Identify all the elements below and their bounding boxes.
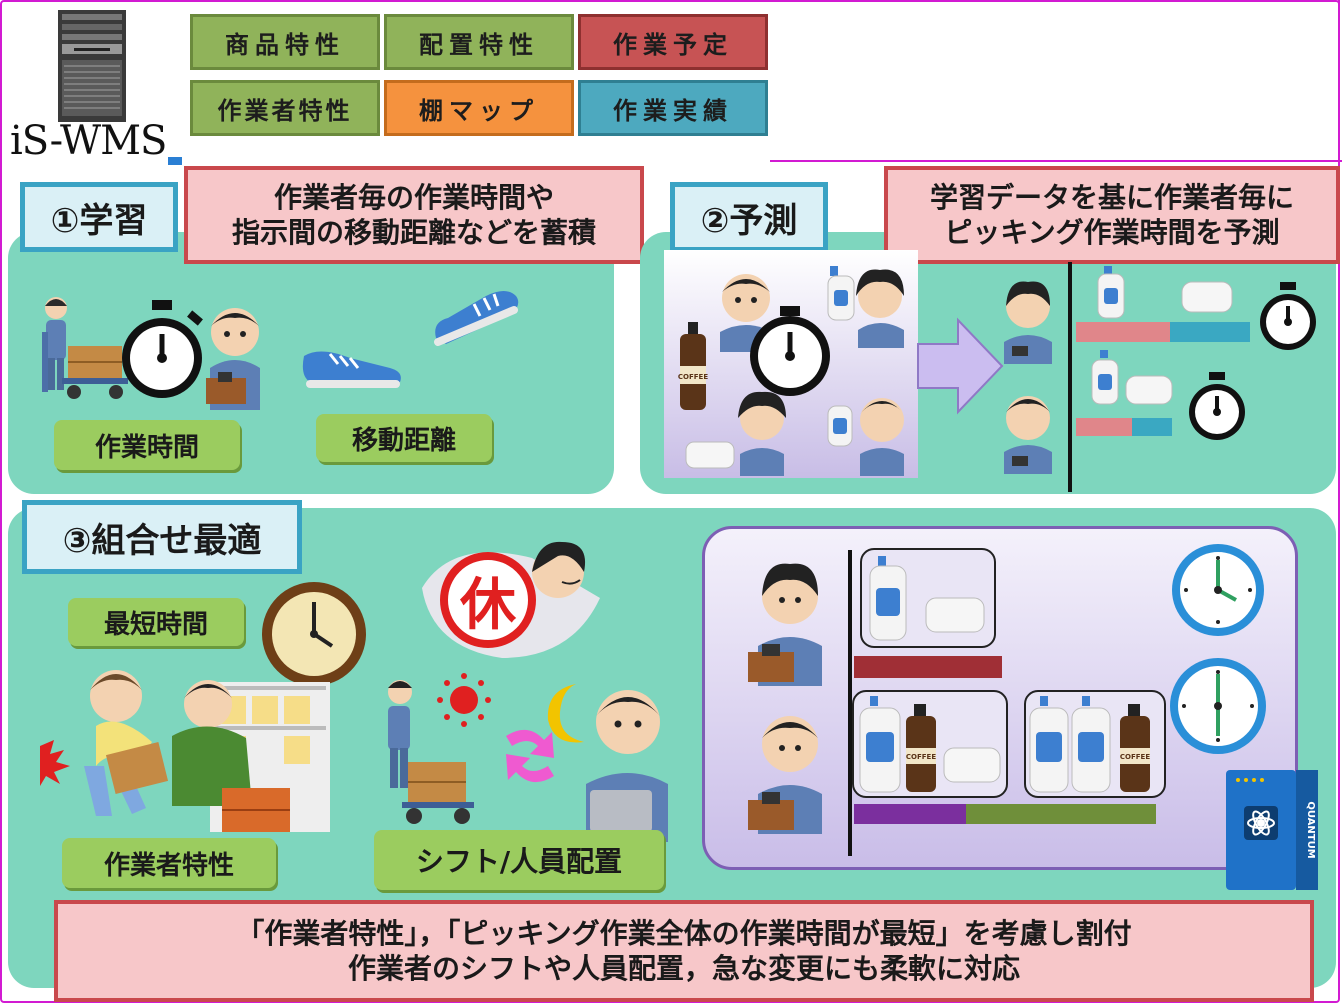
quantum-label: QUANTUM (1305, 801, 1316, 858)
clock-icon (1170, 542, 1266, 638)
prediction-illustration: COFFEE (668, 256, 918, 476)
prediction-callout-line2: ピッキング作業時間を予測 (944, 216, 1280, 249)
prediction-callout: 学習データを基に作業者毎に ピッキング作業時間を予測 (884, 166, 1340, 264)
stopwatch-icon (114, 300, 210, 402)
prediction-title: ②予測 (670, 182, 828, 252)
arrow-right-icon (917, 316, 1004, 416)
coffee-label: COFFEE (906, 753, 936, 761)
allocation-bar-worker1 (854, 656, 1002, 678)
items-illustration (1082, 350, 1182, 412)
prediction-callout-line1: 学習データを基に作業者毎に (929, 181, 1294, 214)
summary-line2: 作業者のシフトや人員配置，急な変更にも柔軟に対応 (347, 952, 1020, 985)
label-worker-characteristics: 作業者特性 (62, 838, 276, 888)
category-worker: 作業者特性 (190, 80, 380, 136)
prediction-bar-segment-2 (1132, 418, 1172, 436)
allocation-bar-worker2-segment2 (966, 804, 1156, 824)
items-illustration (1094, 266, 1244, 322)
category-product: 商品特性 (190, 14, 380, 70)
optimization-title: ③組合せ最適 (22, 500, 302, 574)
worker-characteristics-illustration (40, 656, 340, 840)
quantum-computer-icon: QUANTUM (1222, 766, 1322, 894)
shoe-icon (300, 336, 406, 392)
summary-line1: 「作業者特性」，「ピッキング作業全体の作業時間が最短」を考慮し割付 (236, 917, 1132, 950)
connector-line-vertical (1338, 0, 1340, 162)
prediction-bar-segment-1 (1076, 418, 1132, 436)
learning-callout-line1: 作業者毎の作業時間や (273, 181, 554, 214)
learning-callout: 作業者毎の作業時間や 指示間の移動距離などを蓄積 (184, 166, 644, 264)
stopwatch-icon (1256, 282, 1320, 354)
rest-badge: 休 (440, 552, 536, 648)
allocation-divider (848, 550, 852, 856)
shoe-icon (426, 282, 524, 354)
task-group-box: COFFEE (852, 690, 1008, 798)
timeline-divider (1068, 262, 1072, 492)
category-shelf-map: 棚マップ (384, 80, 574, 136)
category-results: 作業実績 (578, 80, 768, 136)
coffee-label: COFFEE (678, 373, 708, 381)
allocation-bar-worker2-segment1 (854, 804, 966, 824)
allocated-worker-illustration (748, 704, 832, 834)
label-shortest-time: 最短時間 (68, 598, 244, 646)
rest-badge-text: 休 (460, 572, 516, 638)
category-plan: 作業予定 (578, 14, 768, 70)
worker-with-cart-illustration (34, 292, 130, 402)
label-shift-staffing: シフト/人員配置 (374, 830, 664, 890)
logo-accent (168, 157, 182, 165)
category-placement: 配置特性 (384, 14, 574, 70)
server-icon (54, 10, 130, 122)
predicted-worker-illustration (998, 276, 1058, 364)
stopwatch-icon (1186, 372, 1248, 444)
prediction-bar-segment-1 (1076, 322, 1170, 342)
worker-scanner-illustration (200, 302, 270, 410)
learning-title: ①学習 (20, 182, 178, 252)
prediction-bar-segment-2 (1170, 322, 1250, 342)
coffee-label: COFFEE (1120, 753, 1150, 761)
connector-line (770, 160, 1342, 162)
clock-icon (1168, 656, 1268, 756)
summary-callout: 「作業者特性」，「ピッキング作業全体の作業時間が最短」を考慮し割付 作業者のシフ… (54, 900, 1314, 1002)
shift-illustration (378, 666, 668, 842)
task-group-box: COFFEE (1024, 690, 1166, 798)
allocated-worker-illustration (748, 556, 832, 686)
learning-callout-line2: 指示間の移動距離などを蓄積 (231, 216, 596, 249)
task-group-box (860, 548, 996, 648)
predicted-worker-illustration (998, 388, 1058, 474)
label-travel-distance: 移動距離 (316, 414, 492, 462)
label-work-time: 作業時間 (54, 420, 240, 470)
logo-text: iS-WMS (10, 118, 167, 164)
